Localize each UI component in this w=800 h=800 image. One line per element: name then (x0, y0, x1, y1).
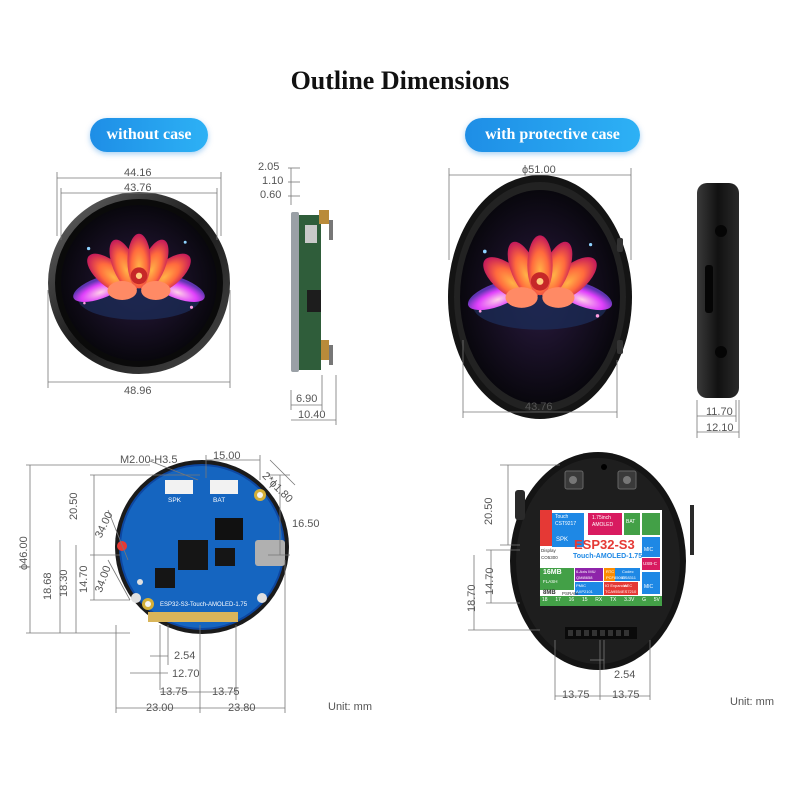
label-pmic-sub: AXP2101 (576, 589, 593, 594)
unit-left: Unit: mm (328, 701, 372, 713)
label-pin: 5V (653, 597, 660, 603)
dim-phi-46: ϕ46.00 (18, 536, 30, 570)
label-pin: 17 (555, 597, 561, 603)
board-bat-label: BAT (213, 497, 225, 504)
dim-2-54-b: 2.54 (614, 669, 636, 681)
label-amoled: 1.75inch (592, 515, 611, 521)
label-chip-subtitle: Touch-AMOLED-1.75 (573, 553, 643, 560)
dim-44-16: 44.16 (124, 167, 152, 179)
label-mic-bottom: MIC (644, 584, 654, 590)
label-pin: 3.3V (624, 597, 635, 603)
dim-13-75-c: 13.75 (562, 689, 590, 701)
label-mic-top: MIC (644, 547, 654, 553)
dim-phi-51: ϕ51.00 (522, 164, 556, 176)
dim-23-00: 23.00 (146, 702, 174, 714)
label-amoled-sub: AMOLED (592, 522, 614, 528)
dim-1-10: 1.10 (262, 175, 284, 187)
dim-15-00: 15.00 (213, 450, 241, 462)
label-imu: 6-Axis IMU (576, 569, 596, 574)
side-view-with-case (696, 183, 740, 438)
dim-13-75-d: 13.75 (612, 689, 640, 701)
label-pmic: PMIC (576, 583, 586, 588)
label-display: Display (541, 548, 556, 553)
label-io-sub: TCA9554 (605, 589, 622, 594)
board-back-view: SPK BAT ESP32-S3-Touch-AMOLED-1.75 (26, 455, 296, 713)
dim-16-50: 16.50 (292, 518, 320, 530)
dim-14-70-b: 14.70 (484, 567, 496, 595)
dim-2-05: 2.05 (258, 161, 280, 173)
dim-13-75-b: 13.75 (212, 686, 240, 698)
label-imu-sub: QMI8658 (576, 575, 593, 580)
label-pin: G (642, 597, 647, 603)
label-flash: 16MB (543, 569, 562, 576)
dim-20-50-a: 20.50 (68, 492, 80, 520)
label-pin: RX (595, 597, 603, 603)
without-case-label: without case (90, 118, 208, 152)
unit-right: Unit: mm (730, 696, 774, 708)
side-view-no-case (288, 167, 337, 425)
dim-12-10: 12.10 (706, 422, 734, 434)
dim-48-96: 48.96 (124, 385, 152, 397)
label-spk: SPK (556, 537, 569, 543)
dim-18-68: 18.68 (42, 572, 54, 600)
dim-18-70: 18.70 (466, 584, 478, 612)
label-psram: 8MB (543, 590, 556, 596)
label-aec: AEC (624, 583, 633, 588)
front-view-with-case (448, 168, 632, 419)
board-silk-label: ESP32-S3-Touch-AMOLED-1.75 (160, 602, 248, 608)
label-pin: 18 (542, 597, 548, 603)
dim-2-54-a: 2.54 (174, 650, 196, 662)
dim-23-80: 23.80 (228, 702, 256, 714)
label-usb: USB-C (643, 561, 658, 566)
dim-10-40: 10.40 (298, 409, 326, 421)
with-case-label: with protective case (465, 118, 640, 152)
label-flash-sub: FLASH (543, 579, 558, 584)
label-rtc: RTC (606, 569, 615, 574)
page-title: Outline Dimensions (290, 66, 510, 95)
dim-6-90: 6.90 (296, 393, 318, 405)
label-bat: BAT (626, 519, 636, 525)
label-chip-name: ESP32-S3 (574, 537, 635, 552)
label-rtc-sub: PCF85063 (606, 575, 626, 580)
front-view-no-case (47, 172, 231, 388)
label-codec-sub: ES8311 (622, 575, 636, 580)
dim-18-30: 18.30 (58, 569, 70, 597)
label-codec: Codec (622, 569, 634, 574)
label-psram-sub: PSRAM (562, 591, 579, 596)
dim-m2: M2.00-H3.5 (120, 454, 178, 466)
case-back-view (468, 452, 694, 700)
dim-43-76-a: 43.76 (124, 182, 152, 194)
dim-0-60: 0.60 (260, 189, 282, 201)
label-io: IO Expander (605, 583, 628, 588)
label-touch: Touch (555, 514, 569, 520)
label-pin: 16 (568, 597, 575, 603)
dim-12-70: 12.70 (172, 668, 200, 680)
dim-20-50-b: 20.50 (483, 497, 495, 525)
dim-43-76-b: 43.76 (525, 401, 553, 413)
label-aec-sub: ES7210 (622, 589, 637, 594)
dim-11-70: 11.70 (706, 406, 733, 418)
dim-13-75-a: 13.75 (160, 686, 188, 698)
label-pin: TX (609, 597, 617, 603)
label-display-sub: CO5300 (541, 555, 558, 560)
label-pin: 15 (581, 597, 588, 603)
label-pin-row: 18 17 16 15 RX TX 3.3V G 5V (542, 597, 660, 603)
label-touch-sub: CST9217 (555, 521, 577, 527)
board-spk-label: SPK (168, 497, 182, 504)
dim-14-70-a: 14.70 (78, 565, 90, 593)
